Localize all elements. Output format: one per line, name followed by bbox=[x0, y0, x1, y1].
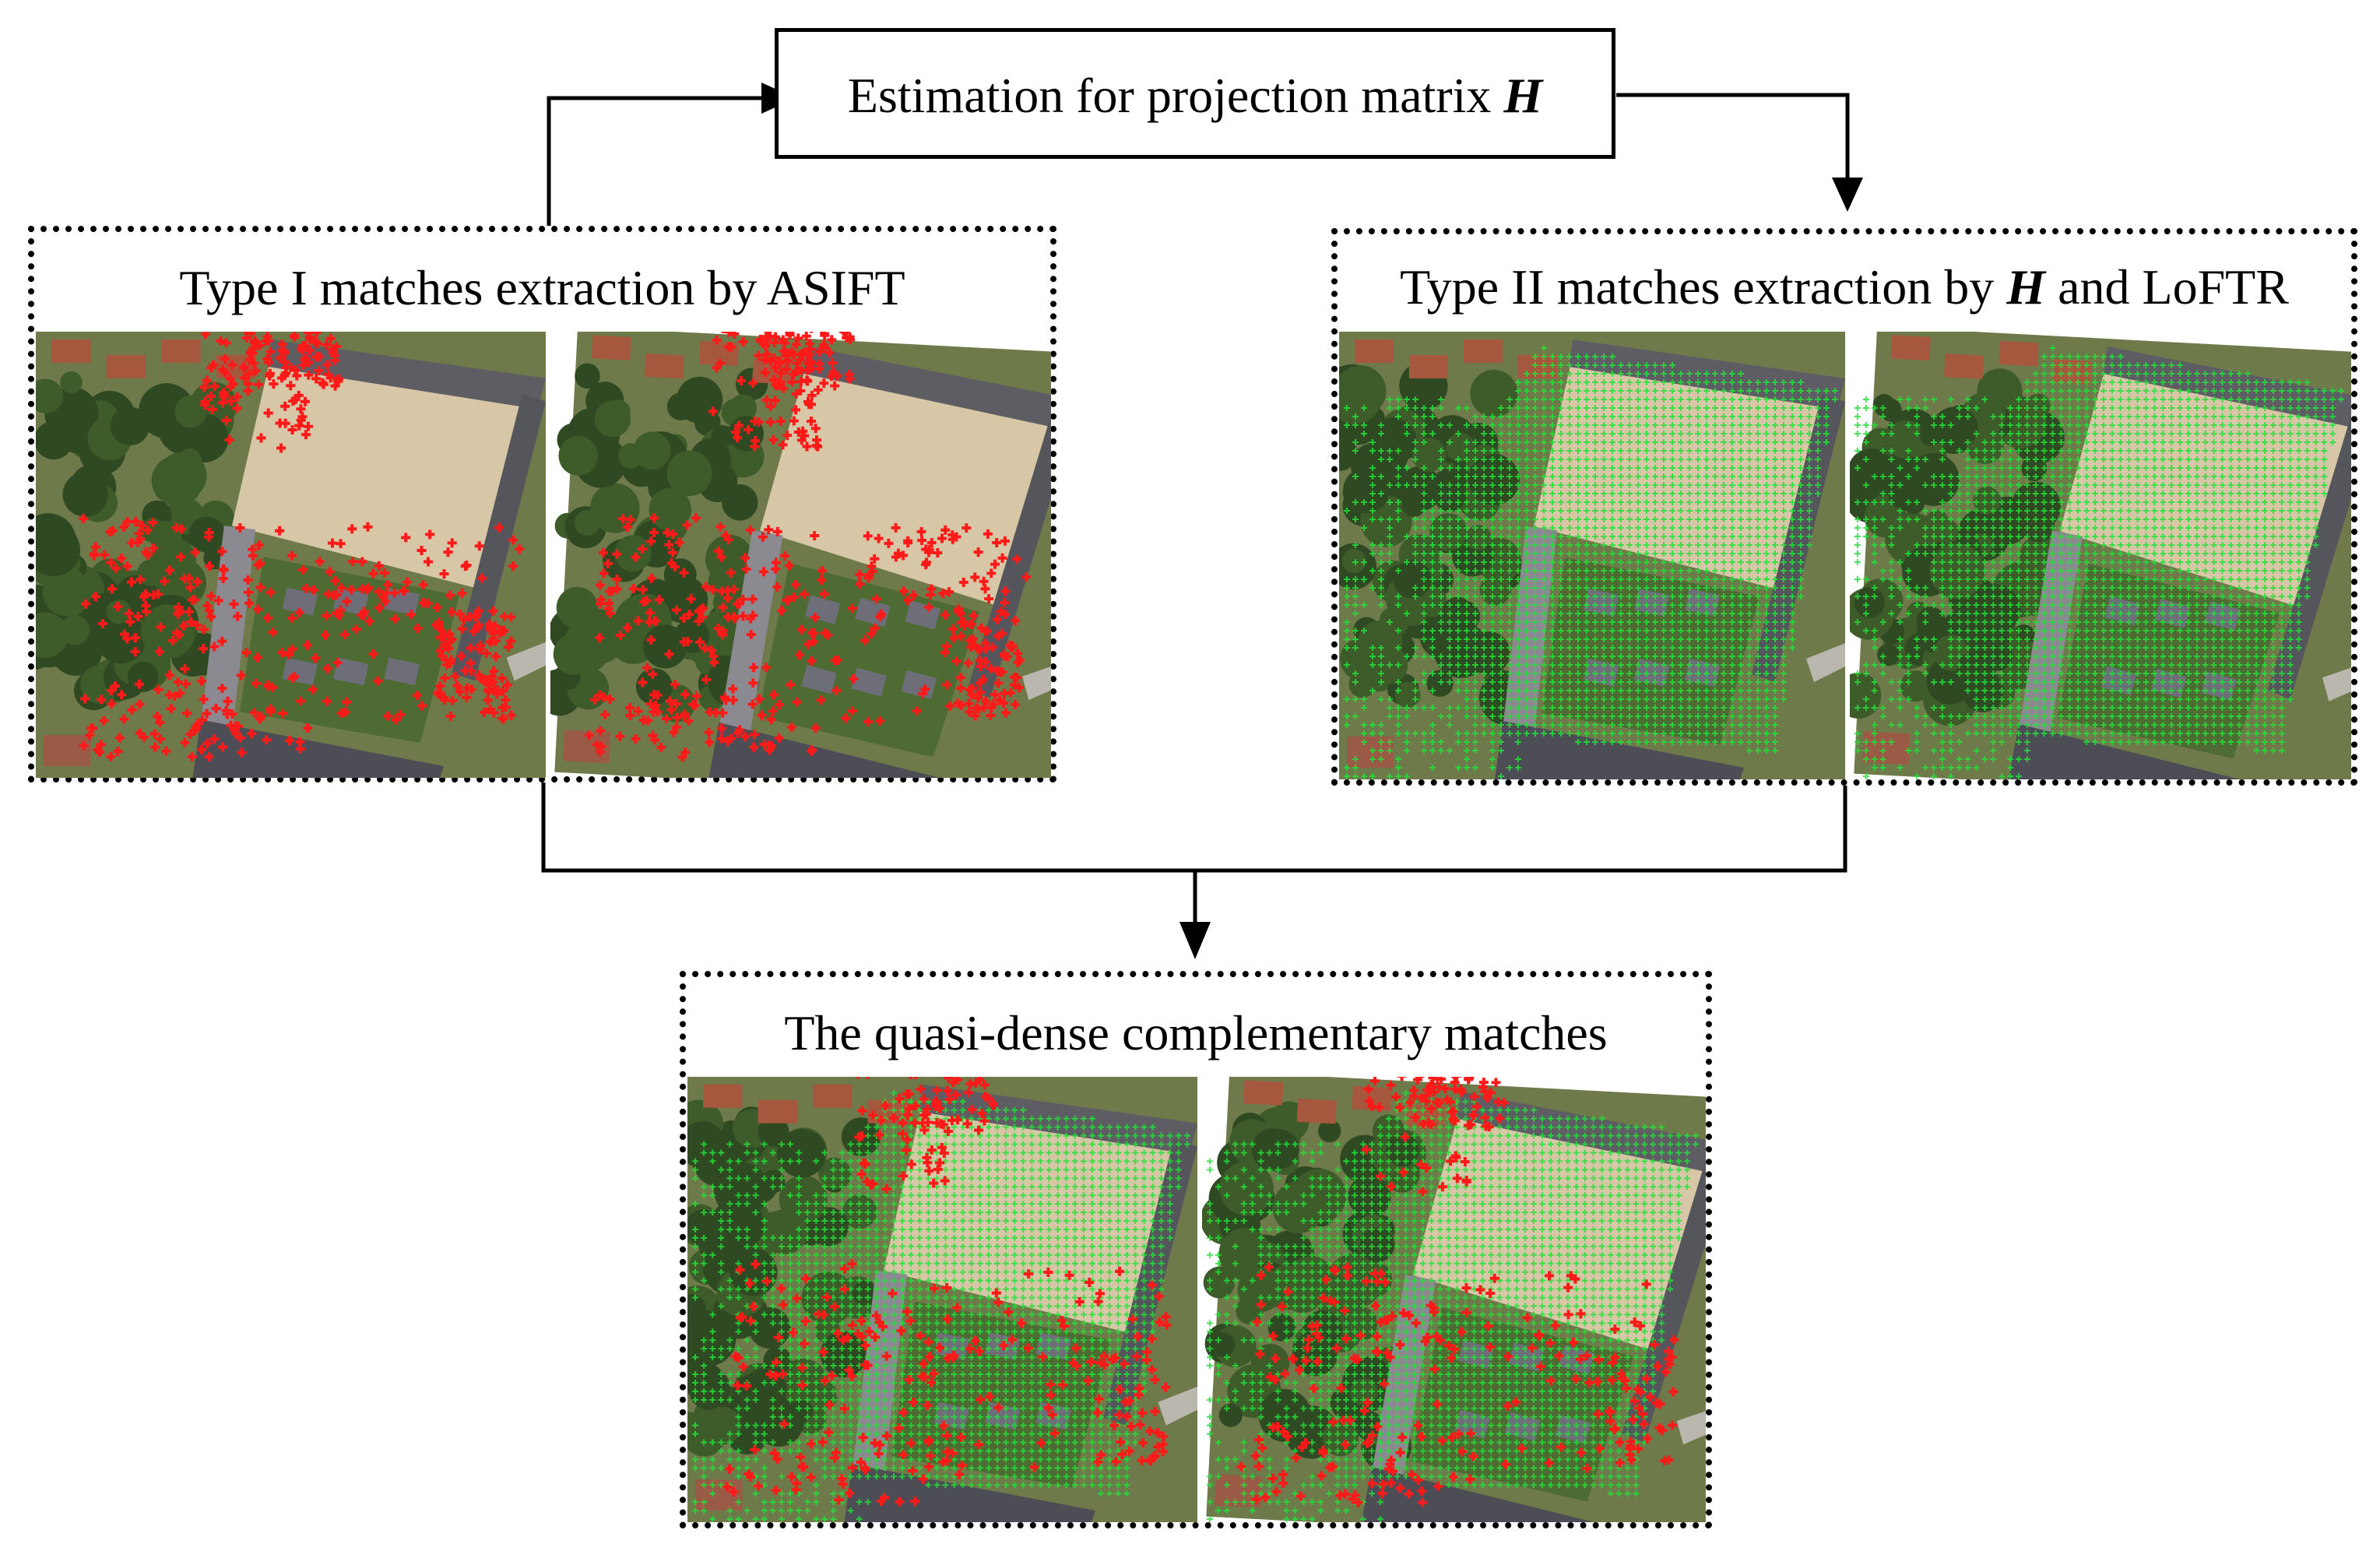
arrowhead-quasi bbox=[1179, 922, 1211, 959]
type2-box: Type II matches extraction by H and LoFT… bbox=[1331, 228, 2357, 786]
type2-match-markers bbox=[1344, 345, 1838, 779]
type1-box: Type I matches extraction by ASIFT bbox=[28, 226, 1056, 783]
quasi-dense-box: The quasi-dense complementary matches bbox=[680, 971, 1712, 1528]
quasi-left-image bbox=[687, 1077, 1197, 1522]
aerial-photo bbox=[36, 332, 546, 778]
arrowhead-type2 bbox=[1832, 178, 1863, 212]
arrow-merge-line bbox=[541, 783, 1847, 925]
arrow-estimation-to-type2 bbox=[1616, 93, 1850, 181]
aerial-photo bbox=[687, 1077, 1197, 1522]
type1-match-markers bbox=[584, 332, 1032, 762]
estimation-title-text: Estimation for projection matrix bbox=[847, 68, 1504, 123]
quasi-dense-title: The quasi-dense complementary matches bbox=[784, 1005, 1608, 1060]
estimation-title: Estimation for projection matrix H bbox=[779, 71, 1612, 121]
type2-title: Type II matches extraction by H and LoFT… bbox=[1338, 262, 2351, 312]
aerial-photo bbox=[1339, 332, 1845, 779]
type2-match-markers bbox=[1206, 1089, 1700, 1522]
arrow-type1-to-estimation bbox=[547, 96, 767, 226]
type1-title: Type I matches extraction by ASIFT bbox=[179, 260, 905, 315]
aerial-photo bbox=[1850, 332, 2351, 779]
type1-right-image bbox=[550, 332, 1051, 778]
type2-title-prefix: Type II matches extraction by bbox=[1400, 259, 2007, 315]
estimation-title-symbol: H bbox=[1503, 68, 1543, 123]
type1-match-markers bbox=[722, 1077, 1172, 1507]
type2-title-suffix: and LoFTR bbox=[2045, 259, 2289, 315]
type1-left-image bbox=[36, 332, 546, 778]
type2-title-symbol: H bbox=[2006, 259, 2046, 315]
aerial-photo bbox=[550, 332, 1051, 778]
quasi-right-image bbox=[1202, 1077, 1706, 1522]
type2-left-image bbox=[1339, 332, 1845, 779]
type2-match-markers bbox=[1854, 345, 2345, 779]
aerial-photo bbox=[1202, 1077, 1706, 1522]
type1-match-markers bbox=[79, 332, 525, 762]
type2-right-image bbox=[1850, 332, 2351, 779]
type1-match-markers bbox=[1236, 1077, 1679, 1507]
estimation-box: Estimation for projection matrix H bbox=[775, 28, 1615, 159]
